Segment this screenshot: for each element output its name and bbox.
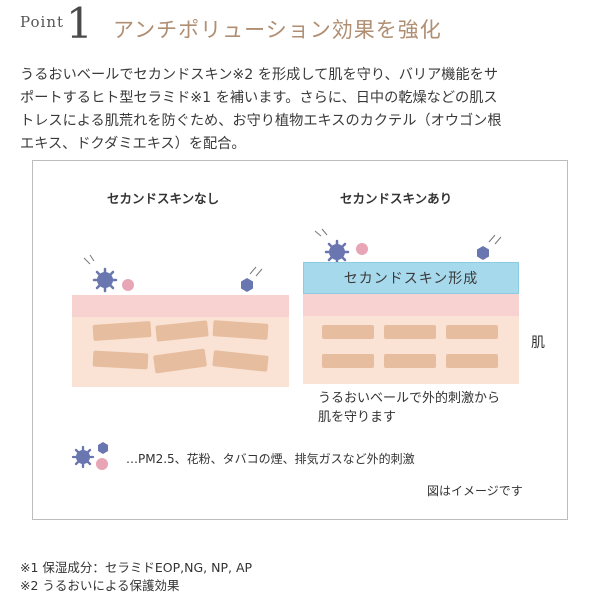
- footnote-2: ※2 うるおいによる保護効果: [20, 578, 180, 593]
- smoke-particle-icon: [477, 246, 489, 260]
- image-note: 図はイメージです: [427, 484, 523, 498]
- pollutant-legend-icon: [71, 442, 108, 470]
- right-skin-cell: [322, 354, 374, 368]
- pollutant-large-icon: [324, 239, 350, 265]
- intro-line: エキス、ドクダミエキス）を配合。: [20, 136, 246, 152]
- second-skin-label: セカンドスキン形成: [343, 271, 479, 287]
- smoke-particle-icon: [241, 278, 253, 292]
- point-number: 1: [66, 0, 93, 48]
- left-panel-title: セカンドスキンなし: [107, 191, 220, 206]
- intro-line: うるおいベールでセカンドスキン※2 を形成して肌を守り、バリア機能をサ: [20, 67, 499, 83]
- pollutant-large-icon: [92, 267, 118, 293]
- intro-line: トレスによる肌荒れを防ぐため、お守り植物エキスのカクテル（オウゴン根: [20, 113, 502, 129]
- left-skin-cell: [92, 350, 149, 370]
- point-label: Point: [20, 13, 65, 31]
- motion-lines-icon: [488, 234, 502, 245]
- right-skin-cell: [384, 325, 436, 339]
- right-skin-cell: [446, 354, 498, 368]
- motion-lines-icon: [314, 228, 328, 237]
- right-skin-cell: [446, 325, 498, 339]
- intro-line: ポートするヒト型セラミド※1 を補います。さらに、日中の乾燥などの肌ス: [20, 90, 498, 106]
- diagram-frame: [32, 160, 568, 520]
- motion-lines-icon: [83, 254, 95, 265]
- right-skin-surface: [303, 294, 519, 316]
- motion-lines-icon: [249, 266, 263, 277]
- footnote-1: ※1 保湿成分：セラミドEOP,NG, NP, AP: [20, 560, 253, 575]
- intro-text: うるおいベールでセカンドスキン※2 を形成して肌を守り、バリア機能をサ ポートす…: [20, 64, 580, 156]
- second-skin-film: セカンドスキン形成: [303, 262, 519, 294]
- section-heading: アンチポリューション効果を強化: [113, 18, 442, 42]
- pollen-icon: [356, 243, 368, 255]
- right-panel-title: セカンドスキンあり: [340, 191, 453, 206]
- protection-caption-line1: うるおいベールで外的刺激から: [318, 391, 501, 406]
- legend-text: …PM2.5、花粉、タバコの煙、排気ガスなど外的刺激: [126, 452, 415, 466]
- left-skin-surface: [72, 295, 289, 317]
- right-skin-cell: [384, 354, 436, 368]
- protection-caption-line2: 肌を守ります: [318, 410, 397, 425]
- skin-label: 肌: [531, 335, 545, 351]
- right-skin-cell: [322, 325, 374, 339]
- pollen-icon: [122, 279, 134, 291]
